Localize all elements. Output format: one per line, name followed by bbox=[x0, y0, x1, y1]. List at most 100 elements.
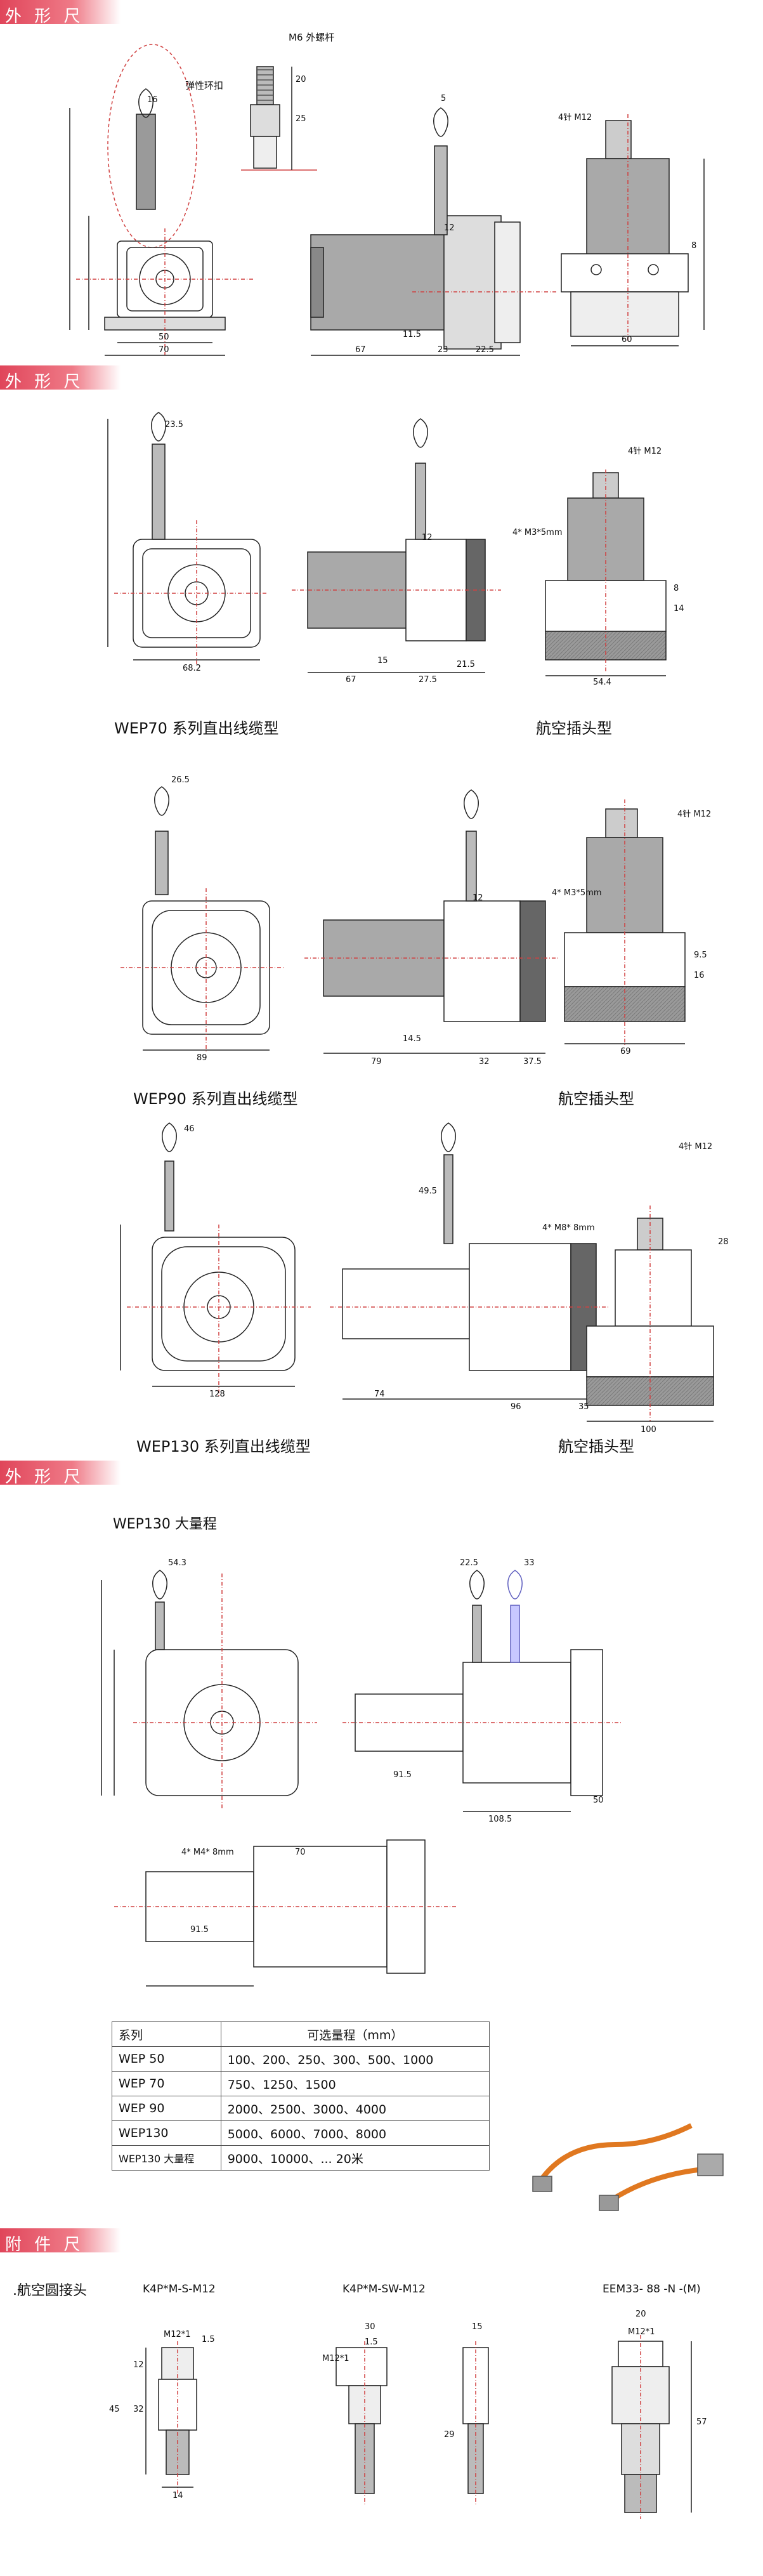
wep130-large-side-view bbox=[342, 1570, 622, 1812]
dim-label: 16 bbox=[147, 95, 158, 105]
table-cell: 5000、6000、7000、8000 bbox=[220, 2120, 490, 2146]
dim-label: 70 bbox=[159, 345, 169, 355]
dim-label: 16 bbox=[694, 971, 705, 980]
wep70-connector-caption: 航空插头型 bbox=[536, 720, 612, 737]
wep70-screw-label: 4* M3*5mm bbox=[512, 528, 563, 537]
wep130-large-bottom-view bbox=[114, 1839, 457, 1987]
wep130-large-title: WEP130 大量程 bbox=[113, 1516, 217, 1532]
wep130-connector-view bbox=[586, 1206, 714, 1422]
table-cell: WEP 70 bbox=[112, 2071, 221, 2096]
dim-label: 46 bbox=[184, 1124, 195, 1134]
wep130-connector-caption: 航空插头型 bbox=[558, 1438, 634, 1456]
dim-label: 23 bbox=[438, 345, 448, 355]
dim-label: 30 bbox=[365, 2322, 375, 2332]
table-cell: 100、200、250、300、500、1000 bbox=[220, 2046, 490, 2072]
dim-label: 12 bbox=[473, 893, 483, 903]
wep130-connector-label: 4针 M12 bbox=[679, 1142, 713, 1152]
wep130-large-screw-label: 4* M4* 8mm bbox=[181, 1848, 234, 1857]
wep70-front-view bbox=[107, 412, 266, 666]
dim-label: 15 bbox=[472, 2322, 483, 2332]
dim-label: 37.5 bbox=[523, 1057, 542, 1067]
wep90-screw-label: 4* M3*5mm bbox=[552, 888, 602, 898]
section-banner-outline-1: 外 形 尺 寸: bbox=[0, 0, 121, 49]
dim-label: 70 bbox=[295, 1848, 306, 1857]
accessory-k4p-sw-drawing bbox=[336, 2341, 489, 2506]
dim-label: 100 bbox=[641, 1425, 656, 1435]
section-title: 外 形 尺 寸: bbox=[5, 372, 84, 415]
dim-label: 54.3 bbox=[168, 1558, 186, 1568]
dim-label: 60 bbox=[622, 335, 632, 345]
wep130-large-front-view bbox=[101, 1570, 317, 1808]
wep90-caption: WEP90 系列直出线缆型 bbox=[133, 1090, 298, 1108]
accessories-heading: .航空圆接头 bbox=[13, 2283, 87, 2299]
cable-accessory-photo bbox=[532, 2123, 724, 2211]
wep90-connector-caption: 航空插头型 bbox=[558, 1090, 634, 1108]
dim-label: 12 bbox=[444, 223, 455, 233]
clip-label: 弹性环扣 bbox=[185, 80, 224, 91]
dim-label: 50 bbox=[159, 332, 169, 342]
dim-label: 14.5 bbox=[403, 1034, 421, 1044]
wep90-connector-view bbox=[564, 799, 686, 1047]
dim-label: 26.5 bbox=[171, 775, 190, 785]
dim-label: 23.5 bbox=[165, 420, 183, 430]
dim-label: 12 bbox=[133, 2360, 144, 2370]
wep90-connector-label: 4针 M12 bbox=[677, 810, 712, 819]
dim-label: 12 bbox=[422, 533, 433, 542]
dim-label: 54.4 bbox=[593, 678, 611, 687]
table-cell: WEP130 bbox=[112, 2120, 221, 2146]
dim-label: M12*1 bbox=[322, 2354, 349, 2363]
dim-label: 25 bbox=[296, 114, 306, 124]
wep130-screw-label: 4* M8* 8mm bbox=[542, 1223, 595, 1233]
dim-label: 22.5 bbox=[460, 1558, 478, 1568]
dim-label: 8 bbox=[674, 584, 679, 593]
dim-label: 108.5 bbox=[488, 1815, 512, 1824]
wep50-connector-view bbox=[561, 114, 705, 346]
dim-label: 1.5 bbox=[202, 2335, 215, 2344]
wep50-front-view bbox=[69, 44, 254, 356]
wep50-thread-detail bbox=[241, 66, 317, 171]
accessory-eem33-drawing bbox=[611, 2335, 692, 2519]
wep70-connector-view bbox=[545, 470, 667, 676]
dim-label: M12*1 bbox=[628, 2327, 655, 2337]
wep70-side-view bbox=[292, 418, 501, 673]
table-header: 系列 bbox=[112, 2021, 221, 2047]
section-banner-outline-3: 外 形 尺 寸: bbox=[0, 1461, 121, 1510]
dim-label: 74 bbox=[374, 1390, 385, 1399]
wep130-caption: WEP130 系列直出线缆型 bbox=[136, 1438, 311, 1456]
table-cell: 2000、2500、3000、4000 bbox=[220, 2096, 490, 2121]
table-cell: 9000、10000、... 20米 bbox=[220, 2145, 490, 2171]
dim-label: 79 bbox=[371, 1057, 382, 1067]
dim-label: 11.5 bbox=[403, 330, 421, 339]
section-title: 附 件 尺 寸: bbox=[5, 2235, 84, 2278]
dim-label: 15 bbox=[377, 656, 388, 666]
thread-label: M6 外螺杆 bbox=[289, 32, 335, 43]
wep70-caption: WEP70 系列直出线缆型 bbox=[114, 720, 279, 737]
section-banner-outline-2: 外 形 尺 寸: bbox=[0, 365, 121, 415]
dim-label: 91.5 bbox=[393, 1770, 412, 1780]
section-title: 外 形 尺 寸: bbox=[5, 1468, 84, 1510]
dim-label: 45 bbox=[109, 2405, 120, 2414]
dim-label: 57 bbox=[696, 2417, 707, 2427]
dim-label: 14 bbox=[173, 2491, 183, 2500]
dim-label: 91.5 bbox=[190, 1925, 209, 1935]
dim-label: 14 bbox=[674, 604, 684, 614]
table-cell: WEP 90 bbox=[112, 2096, 221, 2121]
wep130-front-view bbox=[120, 1122, 311, 1396]
dim-label: 50 bbox=[593, 1796, 604, 1805]
table-header: 可选量程（mm） bbox=[220, 2021, 490, 2047]
wep130-side-view bbox=[330, 1122, 609, 1400]
dim-label: 33 bbox=[524, 1558, 535, 1568]
dim-label: 128 bbox=[209, 1390, 225, 1399]
section-banner-accessories: 附 件 尺 寸: bbox=[0, 2228, 121, 2278]
table-cell: 750、1250、1500 bbox=[220, 2071, 490, 2096]
table-cell: WEP130 大量程 bbox=[112, 2145, 221, 2171]
wep50-connector-label: 4针 M12 bbox=[558, 113, 592, 122]
dim-label: 9.5 bbox=[694, 950, 707, 960]
dim-label: 89 bbox=[197, 1053, 207, 1063]
dim-label: 96 bbox=[511, 1402, 521, 1412]
